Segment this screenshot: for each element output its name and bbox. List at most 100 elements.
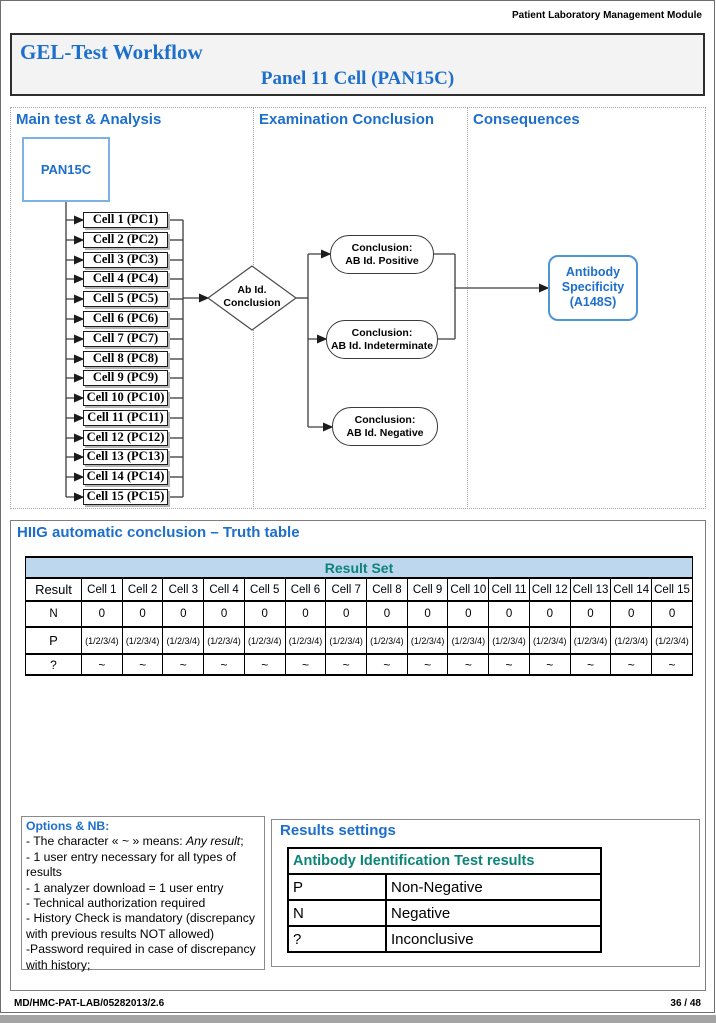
truth-row-label: ? [25,653,82,676]
truth-table-title: HIIG automatic conclusion – Truth table [17,524,300,541]
options-line: - Technical authorization required [26,896,206,911]
truth-value-cell: ~ [325,653,368,676]
truth-header-cell: Cell 13 [569,577,612,602]
truth-value-cell: 0 [651,600,693,628]
column-header-examination: Examination Conclusion [259,111,435,128]
options-line: - History Check is mandatory (discrepanc… [26,911,255,941]
flow-cell: Cell 5 (PC5) [83,291,168,307]
flow-cell: Cell 9 (PC9) [83,370,168,386]
conclusion-label-line: Conclusion: [351,242,413,254]
truth-header-cell: Cell 15 [651,577,693,602]
conclusion-label-line: AB Id. Negative [346,427,424,439]
panel-node: PAN15C [22,137,110,202]
options-line: - 1 analyzer download = 1 user entry [26,880,224,895]
truth-row-label: N [25,600,82,628]
column-consequences: Consequences [467,107,706,509]
truth-value-cell: 0 [284,600,327,628]
flow-cell: Cell 15 (PC15) [83,489,168,505]
truth-value-cell: ~ [366,653,408,676]
options-line: -Password required in case of discrepanc… [26,942,256,972]
truth-table-section: HIIG automatic conclusion – Truth table … [10,520,706,991]
truth-value-cell: (1/2/3/4) [447,626,490,655]
conclusion-node: Conclusion:AB Id. Negative [332,407,438,446]
truth-value-cell: 0 [121,600,164,628]
truth-value-cell: (1/2/3/4) [488,626,530,655]
truth-value-cell: (1/2/3/4) [528,626,571,655]
truth-row-label: P [25,626,82,655]
truth-value-cell: ~ [488,653,530,676]
truth-value-cell: 0 [528,600,571,628]
settings-header-row: Antibody Identification Test results [287,847,602,875]
truth-value-cell: 0 [447,600,490,628]
truth-value-cell: (1/2/3/4) [406,626,449,655]
flow-cell: Cell 11 (PC11) [83,410,168,426]
conclusion-label-line: AB Id. Indeterminate [330,340,434,352]
truth-value-cell: 0 [569,600,612,628]
truth-value-cell: 0 [366,600,408,628]
settings-header-cell: Antibody Identification Test results [287,847,602,875]
flow-cell: Cell 8 (PC8) [83,351,168,367]
options-lines: - The character « ~ » means: Any result;… [26,834,261,973]
conclusion-label-line: Conclusion: [354,414,416,426]
truth-value-cell: (1/2/3/4) [651,626,693,655]
truth-value-cell: 0 [203,600,245,628]
conclusion-node: Conclusion:AB Id. Indeterminate [326,320,438,359]
truth-data-row: P(1/2/3/4)(1/2/3/4)(1/2/3/4)(1/2/3/4)(1/… [25,626,693,655]
flow-cell: Cell 4 (PC4) [83,271,168,287]
truth-header-cell: Cell 6 [284,577,327,602]
truth-header-result: Result [25,577,82,602]
truth-value-cell: ~ [121,653,164,676]
flow-cell: Cell 1 (PC1) [83,212,168,228]
truth-value-cell: (1/2/3/4) [284,626,327,655]
options-title: Options & NB: [26,819,110,833]
truth-header-cell: Cell 8 [366,577,408,602]
conclusion-label-line: AB Id. Positive [345,255,419,267]
doc-title: GEL-Test Workflow [20,40,203,64]
module-label: Patient Laboratory Management Module [511,10,702,21]
doc-subtitle: Panel 11 Cell (PAN15C) [260,68,455,89]
flow-cell: Cell 13 (PC13) [83,449,168,465]
consequence-label-line: (A148S) [569,295,617,309]
flow-cell: Cell 14 (PC14) [83,469,168,485]
options-line-segment: Any result [186,834,241,849]
flow-cell: Cell 2 (PC2) [83,232,168,248]
truth-value-cell: ~ [651,653,693,676]
truth-value-cell: (1/2/3/4) [121,626,164,655]
settings-row: ?Inconclusive [287,925,602,953]
truth-value-cell: ~ [447,653,490,676]
settings-key-cell: P [287,873,387,901]
options-line: - The character « ~ » means: Any result; [26,834,261,849]
flow-cell: Cell 3 (PC3) [83,252,168,268]
settings-value-cell: Non-Negative [385,873,602,901]
truth-value-cell: (1/2/3/4) [569,626,612,655]
results-settings-box: Results settings Antibody Identification… [271,819,700,967]
flow-cell: Cell 6 (PC6) [83,311,168,327]
flow-cell: Cell 12 (PC12) [83,430,168,446]
title-box: GEL-Test Workflow Panel 11 Cell (PAN15C) [10,33,705,96]
consequence-label-line: Specificity [561,280,625,294]
footer-page-number: 36 / 48 [670,998,701,1009]
options-box: Options & NB: - The character « ~ » mean… [21,816,265,973]
truth-value-cell: (1/2/3/4) [325,626,368,655]
truth-header-cell: Cell 9 [406,577,449,602]
options-line: - 1 user entry necessary for all types o… [26,849,236,880]
settings-key-cell: ? [287,925,387,953]
truth-band-row: Result Set [25,556,693,579]
truth-value-cell: ~ [610,653,653,676]
truth-value-cell: ~ [203,653,245,676]
truth-value-cell: 0 [325,600,368,628]
truth-value-cell: (1/2/3/4) [610,626,653,655]
decision-label-line: Ab Id. [237,284,267,296]
truth-value-cell: ~ [528,653,571,676]
truth-value-cell: 0 [488,600,530,628]
conclusion-node: Conclusion:AB Id. Positive [330,235,434,274]
options-line-segment: ; [240,834,244,849]
